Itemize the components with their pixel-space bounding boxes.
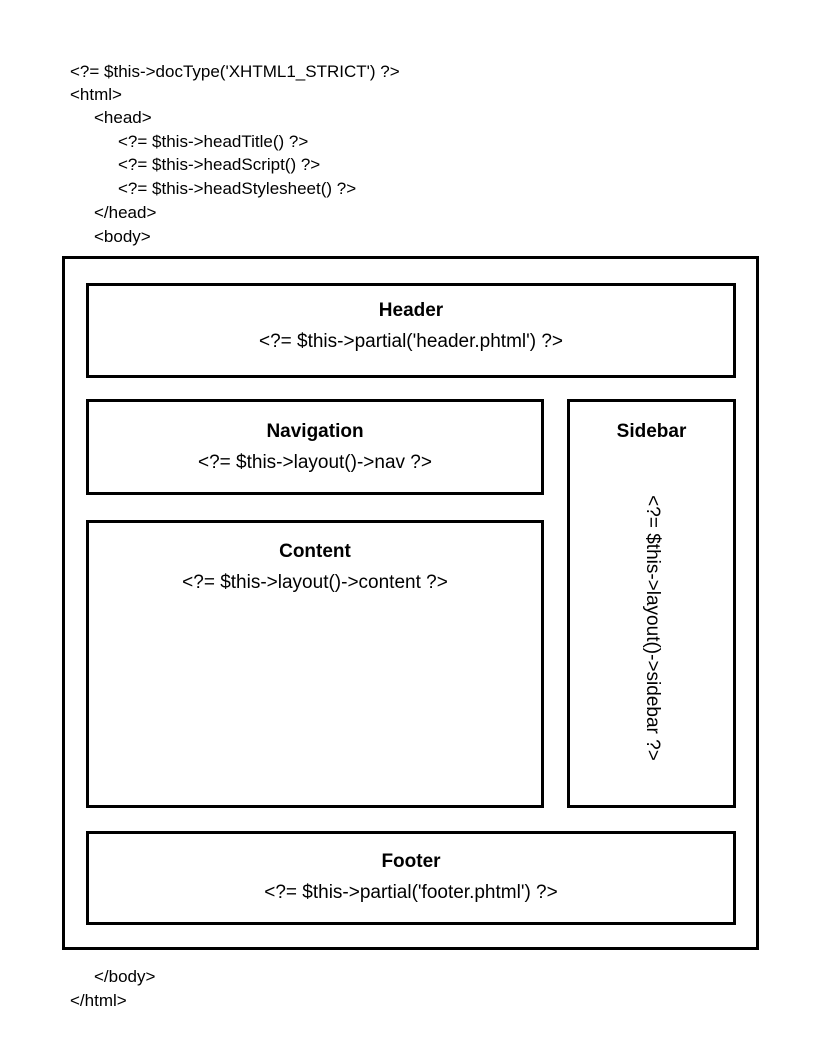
region-content: Content <?= $this->layout()->content ?> [86,520,544,808]
region-content-title: Content [279,541,351,562]
code-line-head-open: <head> [94,108,152,127]
region-navigation: Navigation <?= $this->layout()->nav ?> [86,399,544,495]
code-line-head-stylesheet: <?= $this->headStylesheet() ?> [118,179,357,198]
region-footer-code: <?= $this->partial('footer.phtml') ?> [264,882,558,903]
region-header-title: Header [378,300,444,321]
code-line-html-close: </html> [70,991,127,1010]
region-sidebar-code-wrap: <?= $this->layout()->sidebar ?> [570,454,733,801]
region-navigation-code: <?= $this->layout()->nav ?> [198,452,432,473]
region-navigation-title: Navigation [266,421,364,442]
code-line-body-open: <body> [94,227,151,246]
code-line-html-open: <html> [70,85,122,104]
code-line-doctype: <?= $this->docType('XHTML1_STRICT') ?> [70,62,400,81]
region-sidebar-title: Sidebar [616,421,687,442]
region-header: Header <?= $this->partial('header.phtml'… [86,283,736,378]
region-header-code: <?= $this->partial('header.phtml') ?> [258,331,564,352]
region-footer-title: Footer [381,851,441,872]
code-line-head-close: </head> [94,203,157,222]
code-line-body-close: </body> [94,967,156,986]
region-content-code: <?= $this->layout()->content ?> [182,572,448,593]
code-line-head-title: <?= $this->headTitle() ?> [118,132,309,151]
region-sidebar: Sidebar <?= $this->layout()->sidebar ?> [567,399,736,808]
code-line-head-script: <?= $this->headScript() ?> [118,155,321,174]
region-footer: Footer <?= $this->partial('footer.phtml'… [86,831,736,925]
region-sidebar-code: <?= $this->layout()->sidebar ?> [641,494,663,761]
